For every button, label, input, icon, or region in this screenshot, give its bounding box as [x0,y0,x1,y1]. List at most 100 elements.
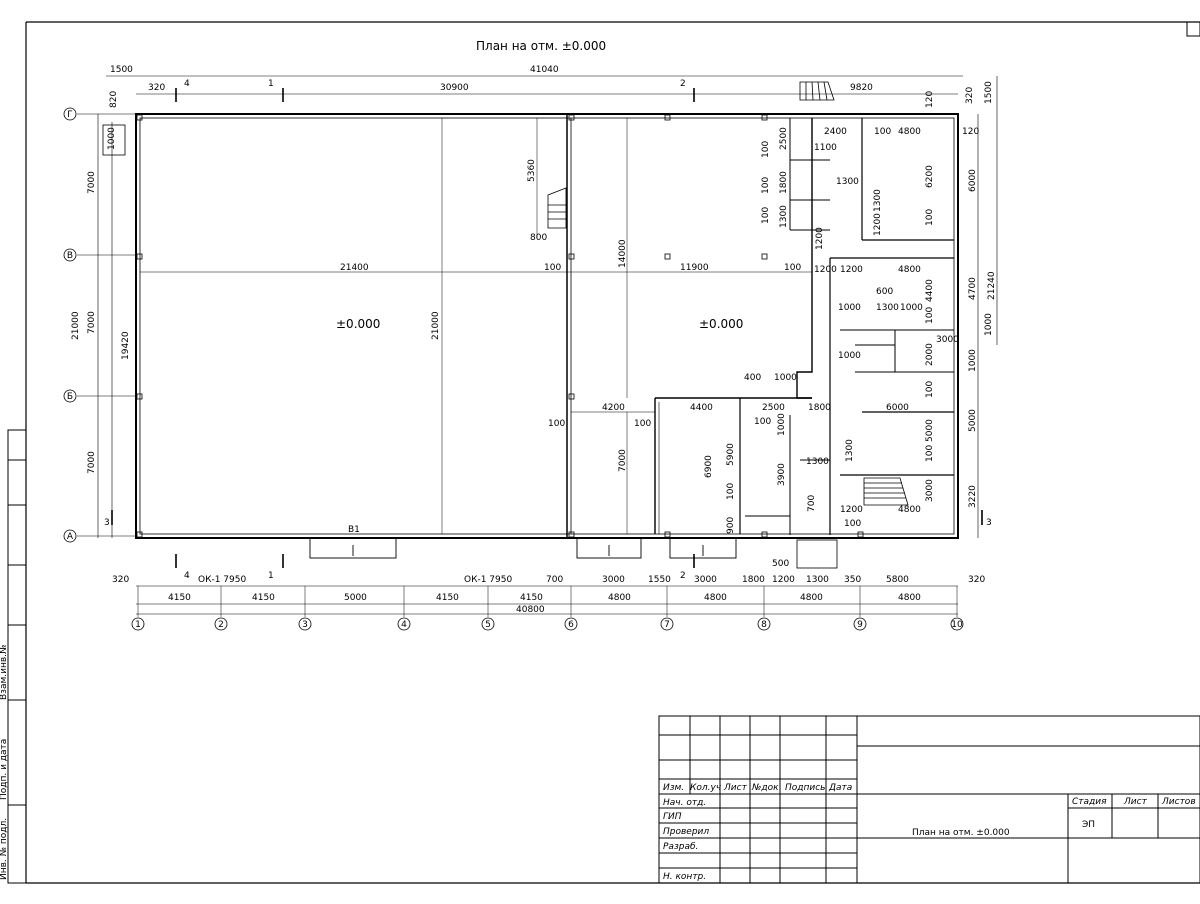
dim-i-1300e: 1300 [806,457,829,467]
dim-b-700: 700 [546,575,563,585]
dim-l-7000b: 7000 [87,311,97,334]
dim-c-4800b: 4800 [704,593,727,603]
axis-bubble-Г [63,107,77,121]
dim-i-1200a: 1200 [873,213,883,236]
dim-i-1200d: 1200 [840,265,863,275]
dim-i-4200: 4200 [602,403,625,413]
dim-r-1000: 1000 [984,313,994,336]
tb-listov-h: Листов [1161,797,1196,807]
dim-i-4800c: 4800 [898,505,921,515]
dim-i-1000d: 1000 [900,303,923,313]
dim-b-350: 350 [844,575,861,585]
dim-i-120: 120 [962,127,979,137]
dim-i-4400b: 4400 [925,279,935,302]
dim-i-5360: 5360 [527,159,537,182]
section-2-bottom: 2 [680,571,686,581]
dim-i-2500b: 2500 [779,127,789,150]
axis-label-В: В [67,251,73,261]
dim-i-6900: 6900 [704,455,714,478]
dim-i-100o: 100 [844,519,861,529]
dim-r-4700: 4700 [968,277,978,300]
dim-i-1200e: 1200 [840,505,863,515]
axis-bubble-4 [397,617,411,631]
dim-i-3900: 3900 [777,463,787,486]
dim-i-5000: 5000 [925,419,935,442]
axis-label-1: 1 [135,620,141,630]
dim-b-1800: 1800 [742,575,765,585]
tb-col-data: Дата [828,783,852,793]
stair-right [863,477,909,506]
dim-r-6000a: 6000 [968,169,978,192]
axis-bubble-3 [298,617,312,631]
axis-bubble-9 [853,617,867,631]
axis-label-10: 10 [951,620,963,630]
dim-i-1300b: 1300 [779,205,789,228]
dim-i-1200b: 1200 [815,227,825,250]
dim-top-820: 820 [109,91,119,108]
dim-i-6200: 6200 [925,165,935,188]
dim-b-3000b: 3000 [694,575,717,585]
dim-i-1200c: 1200 [814,265,837,275]
axis-label-4: 4 [401,620,407,630]
dim-r-1000b: 1000 [968,349,978,372]
dim-i-1100: 1100 [814,143,837,153]
axis-bubble-2 [214,617,228,631]
dim-b-1200: 1200 [772,575,795,585]
dim-b-320r: 320 [968,575,985,585]
dim-i-100a: 100 [544,263,561,273]
axis-bubble-Б [63,389,77,403]
axis-label-6: 6 [568,620,574,630]
section-2-top: 2 [680,79,686,89]
dim-i-3000: 3000 [936,335,959,345]
dim-i-1000b: 1000 [777,413,787,436]
axis-bubble-7 [660,617,674,631]
stamp-inv: Инв. № подл. [0,818,9,880]
section-markers [111,88,983,568]
dim-i-1800b: 1800 [779,171,789,194]
section-4-bottom: 4 [184,571,190,581]
dim-c-4150a: 4150 [168,593,191,603]
floor-mark-right: ±0.000 [699,317,743,331]
dim-l-7000c: 7000 [87,451,97,474]
dimension-lines [97,75,998,615]
dim-b-500: 500 [772,559,789,569]
dim-i-1300f: 1300 [845,439,855,462]
stamp-podp: Подп. и дата [0,739,9,800]
dim-i-800: 800 [530,233,547,243]
dim-i-21000: 21000 [431,311,441,340]
gate-label: В1 [348,525,360,535]
floor-mark-left: ±0.000 [336,317,380,331]
dim-r-5000: 5000 [968,409,978,432]
dim-i-100m: 100 [925,381,935,398]
dim-i-100k: 100 [925,209,935,226]
dim-i-4800b: 4800 [898,265,921,275]
dim-i-2500a: 2500 [762,403,785,413]
dim-c-4150d: 4150 [520,593,543,603]
axis-label-5: 5 [485,620,491,630]
dim-i-1300c: 1300 [873,189,883,212]
dim-i-21400: 21400 [340,263,369,273]
dim-i-1300d: 1300 [876,303,899,313]
dim-b-320l: 320 [112,575,129,585]
dim-top-30900: 30900 [440,83,469,93]
axis-label-3: 3 [302,620,308,630]
tb-row-gip: ГИП [663,812,682,822]
dim-b-1300: 1300 [806,575,829,585]
section-1-top: 1 [268,79,274,89]
dim-i-3000b: 3000 [925,479,935,502]
dim-i-100c: 100 [548,419,565,429]
dim-ok1-right: ОК-1 7950 [464,575,512,585]
stair-left [547,187,567,229]
dim-i-1000c: 1000 [838,303,861,313]
dim-top-1500r: 1500 [984,81,994,104]
column-marks [136,114,864,538]
dim-i-100g: 100 [874,127,891,137]
bottom-gates [309,537,737,559]
tb-stadia-v: ЭП [1082,820,1095,830]
dim-c-4150c: 4150 [436,593,459,603]
dim-i-6000b: 6000 [886,403,909,413]
dim-i-100n: 100 [925,445,935,462]
tb-sheet-name: План на отм. ±0.000 [912,828,1010,838]
dim-top-overall: 41040 [530,65,559,75]
